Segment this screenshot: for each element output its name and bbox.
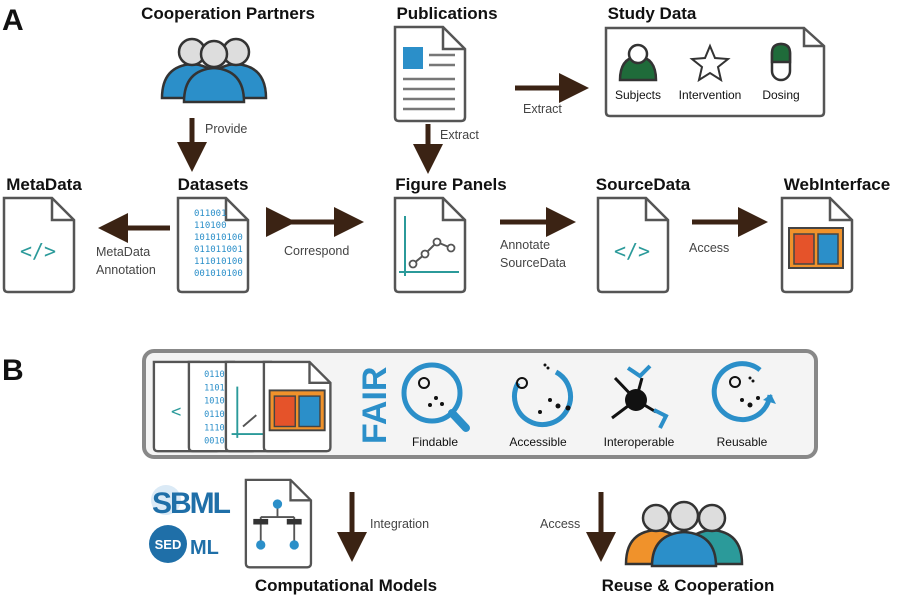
interoperable-molecule-icon xyxy=(611,364,669,429)
intervention-label: Intervention xyxy=(679,88,742,102)
reusable-label: Reusable xyxy=(717,435,768,449)
subjects-icon xyxy=(618,43,658,82)
svg-text:11010: 11010 xyxy=(204,383,230,393)
fair-word: FAIR xyxy=(356,367,394,444)
binary-line: 011011001 xyxy=(194,245,243,255)
sedml-logo-ml: ML xyxy=(190,537,219,559)
computational-model-document-icon xyxy=(244,478,313,569)
access-reuse-label: Access xyxy=(540,517,580,531)
cooperation-partners-title: Cooperation Partners xyxy=(141,4,315,23)
binary-line: 011001 xyxy=(194,209,227,219)
figure-panel-document-icon xyxy=(393,196,467,294)
accessible-scatter-icon xyxy=(512,363,573,428)
sourcedata-document-icon: </> xyxy=(596,196,670,294)
sbml-logo-text: SBML xyxy=(152,487,231,520)
svg-text:01101: 01101 xyxy=(204,410,230,420)
findable-magnifier-icon xyxy=(401,362,470,432)
metadata-code-tag: </> xyxy=(20,239,56,263)
subjects-label: Subjects xyxy=(615,88,661,102)
intervention-star-icon xyxy=(689,43,731,83)
cooperation-partners-icon xyxy=(160,37,268,104)
metadata-title: MetaData xyxy=(6,175,82,194)
binary-line: 001010100 xyxy=(194,269,243,279)
svg-text:10101: 10101 xyxy=(204,397,230,407)
svg-text:11101: 11101 xyxy=(204,423,230,433)
reusable-cycle-icon xyxy=(711,361,776,423)
stacked-documents-icon: < 01100 11010 10101 01101 11101 00101 xyxy=(152,360,332,453)
webinterface-title: WebInterface xyxy=(784,175,890,194)
dosing-capsule-icon xyxy=(770,42,792,82)
reuse-cooperation-title: Reuse & Cooperation xyxy=(602,576,775,595)
sbml-logo: SBML xyxy=(151,485,233,520)
access-web-label: Access xyxy=(689,241,729,255)
provide-label: Provide xyxy=(205,122,247,136)
panel-label-b: B xyxy=(2,354,24,387)
figure-panels-title: Figure Panels xyxy=(395,175,506,194)
sedml-logo-sed: SED xyxy=(155,537,182,552)
accessible-label: Accessible xyxy=(509,435,567,449)
binary-line: 101010100 xyxy=(194,233,243,243)
sourcedata-title: SourceData xyxy=(596,175,691,194)
publications-title: Publications xyxy=(396,4,497,23)
interoperable-label: Interoperable xyxy=(604,435,675,449)
reuse-cooperation-icon xyxy=(624,500,744,568)
panel-label-a: A xyxy=(2,4,24,37)
datasets-title: Datasets xyxy=(178,175,249,194)
metadata-annotation-label-2: Annotation xyxy=(96,263,156,277)
extract-study-label: Extract xyxy=(523,102,562,116)
findable-label: Findable xyxy=(412,435,458,449)
annotate-label-2: SourceData xyxy=(500,256,566,270)
computational-models-title: Computational Models xyxy=(255,576,437,595)
svg-text:01100: 01100 xyxy=(204,370,230,380)
sedml-logo: SED ML xyxy=(149,525,219,563)
metadata-annotation-label-1: MetaData xyxy=(96,245,150,259)
metadata-document-icon: </> xyxy=(2,196,76,294)
annotate-label-1: Annotate xyxy=(500,238,550,252)
dosing-label: Dosing xyxy=(762,88,799,102)
datasets-document-icon: 011001 110100 101010100 011011001 111010… xyxy=(176,196,250,294)
correspond-label: Correspond xyxy=(284,244,349,258)
study-data-title: Study Data xyxy=(608,4,697,23)
webinterface-document-icon xyxy=(780,196,854,294)
svg-text:00101: 00101 xyxy=(204,437,230,447)
extract-figure-label: Extract xyxy=(440,128,479,142)
binary-line: 111010100 xyxy=(194,257,243,267)
integration-label: Integration xyxy=(370,517,429,531)
sourcedata-code-tag: </> xyxy=(614,239,650,263)
binary-line: 110100 xyxy=(194,221,227,231)
svg-text:<: < xyxy=(171,402,181,422)
publication-document-icon xyxy=(393,25,467,123)
